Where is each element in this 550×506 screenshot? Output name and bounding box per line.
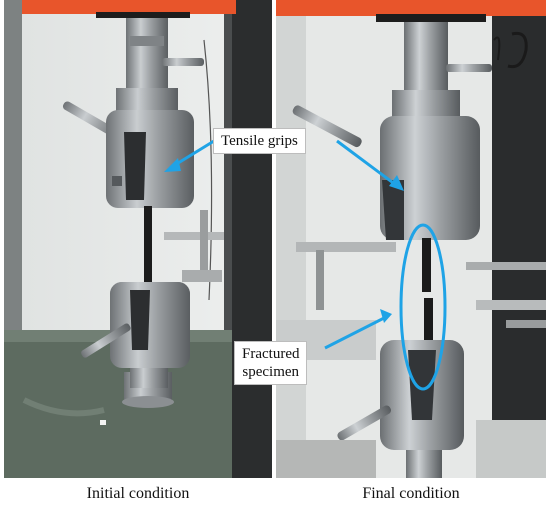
tensile-grips-label: Tensile grips — [213, 128, 306, 154]
final-photo-drawing — [276, 0, 546, 478]
caption-initial-condition: Initial condition — [86, 485, 190, 502]
tensile-grips-text: Tensile grips — [221, 133, 298, 149]
fractured-text: Fractured — [242, 346, 300, 362]
caption-final-condition: Final condition — [362, 485, 460, 502]
specimen-text: specimen — [242, 364, 300, 380]
fractured-specimen-label: Fractured specimen — [234, 341, 308, 385]
photo-final-condition — [276, 0, 546, 478]
photo-initial-condition — [4, 0, 272, 478]
initial-photo-drawing — [4, 0, 272, 478]
